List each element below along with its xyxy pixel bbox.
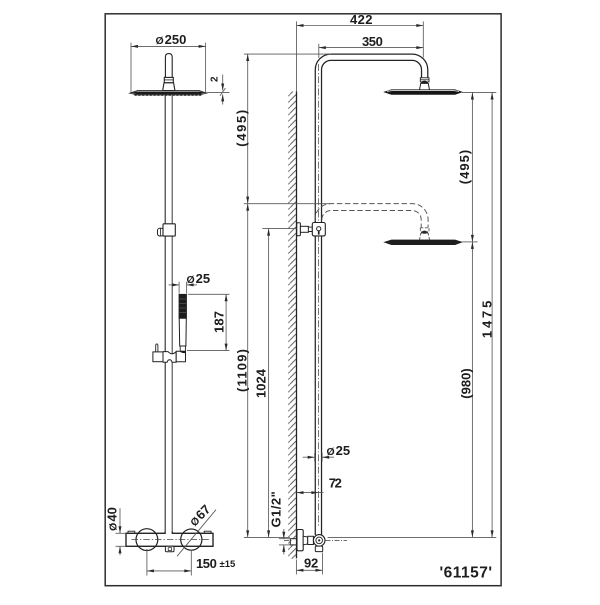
svg-text:92: 92: [304, 556, 318, 571]
svg-text:Ø25: Ø25: [187, 271, 211, 286]
svg-text:1024: 1024: [254, 368, 269, 398]
svg-text:Ø40: Ø40: [105, 507, 120, 531]
svg-text:'61157': '61157': [440, 564, 493, 581]
svg-text:72: 72: [329, 476, 342, 491]
svg-text:Ø25: Ø25: [327, 443, 351, 458]
svg-text:2: 2: [210, 76, 221, 82]
svg-text:(1109): (1109): [234, 349, 249, 392]
svg-text:(980): (980): [459, 368, 474, 399]
svg-text:Ø250: Ø250: [156, 32, 187, 47]
svg-text:G1/2": G1/2": [269, 491, 284, 527]
svg-text:±15: ±15: [220, 559, 236, 570]
svg-text:(495): (495): [234, 110, 249, 147]
svg-text:(495): (495): [457, 150, 472, 185]
svg-text:187: 187: [212, 311, 227, 333]
svg-text:150: 150: [196, 556, 217, 571]
svg-text:Ø67: Ø67: [186, 502, 213, 529]
svg-text:422: 422: [350, 12, 373, 27]
svg-text:350: 350: [362, 34, 383, 49]
